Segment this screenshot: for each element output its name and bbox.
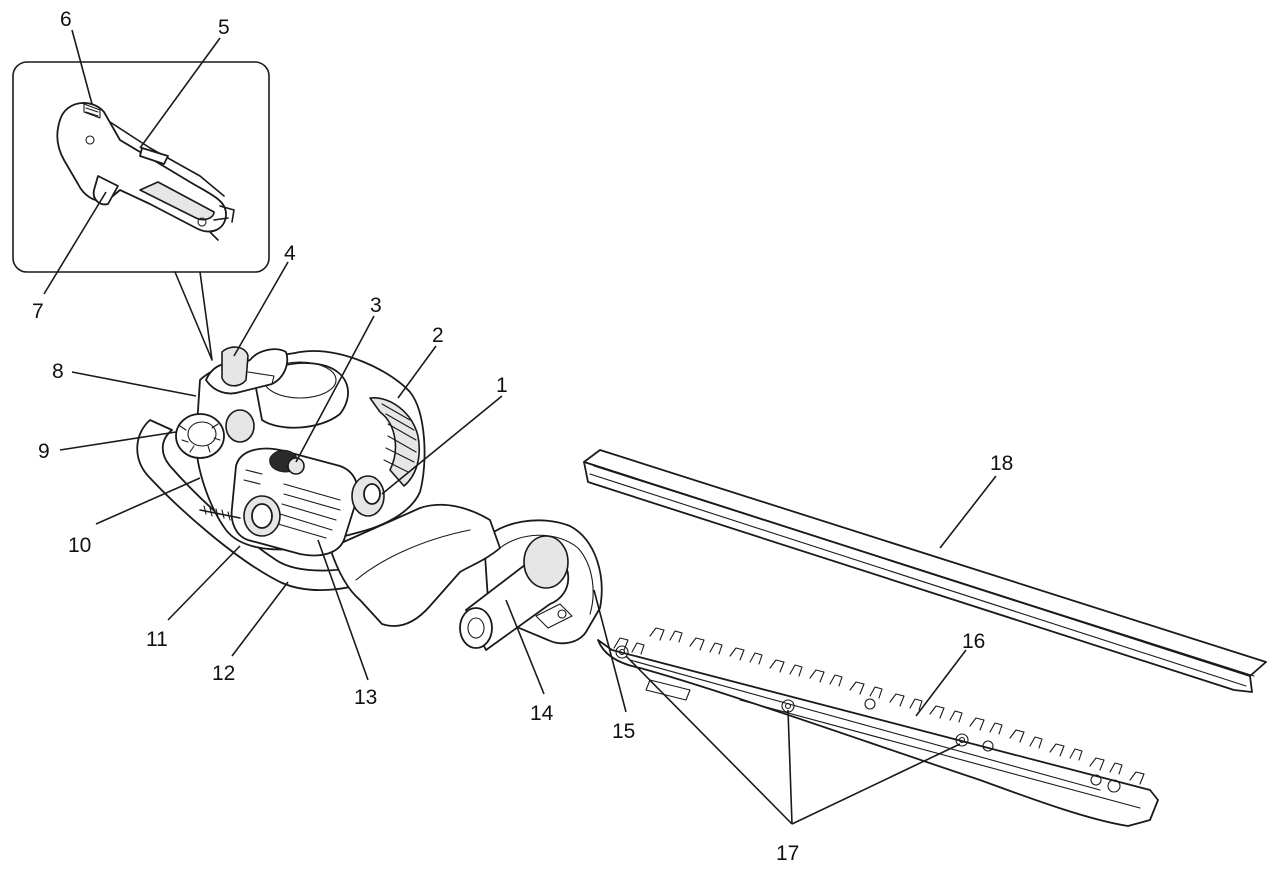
- callout-11: 11: [146, 628, 168, 651]
- callout-18: 18: [990, 452, 1013, 475]
- callout-14: 14: [530, 702, 554, 725]
- blade-cover: [583, 449, 1267, 693]
- callout-3: 3: [370, 294, 382, 317]
- callout-6: 6: [60, 8, 72, 31]
- callout-4: 4: [284, 242, 296, 265]
- rear-handle-inset: [12, 61, 270, 361]
- callout-10: 10: [68, 534, 91, 557]
- callout-15: 15: [612, 720, 635, 743]
- callout-12: 12: [212, 662, 235, 685]
- cutter-blades: [597, 627, 1159, 827]
- callout-17: 17: [776, 842, 799, 865]
- callout-13: 13: [354, 686, 377, 709]
- callout-1: 1: [496, 374, 508, 397]
- callout-7: 7: [32, 300, 44, 323]
- callout-5: 5: [218, 16, 230, 39]
- callout-16: 16: [962, 630, 985, 653]
- callout-9: 9: [38, 440, 50, 463]
- callout-2: 2: [432, 324, 444, 347]
- gear-case: [459, 519, 603, 651]
- engine-body: [136, 346, 501, 627]
- callout-8: 8: [52, 360, 64, 383]
- callout-labels: 1 2 3 4 5 6 7 8 9 10 11 12 13 14 15 16 1…: [32, 8, 1013, 865]
- leader-lines: [43, 29, 997, 825]
